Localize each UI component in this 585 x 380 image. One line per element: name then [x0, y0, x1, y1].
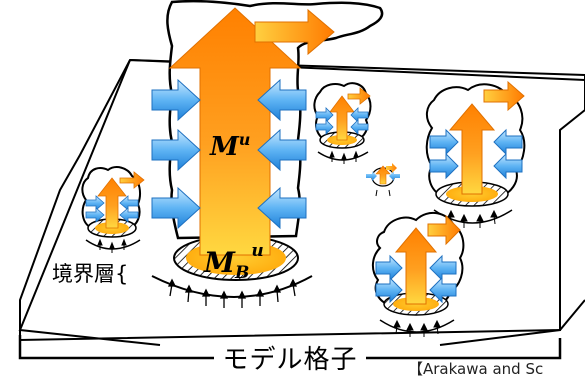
citation-label: 【Arakawa and Sc — [408, 360, 544, 378]
small-cumulus-left — [81, 166, 145, 253]
right-cumulus — [425, 80, 526, 228]
boundary-layer-inflow-arrows — [167, 278, 298, 308]
small-cumulus-center — [313, 82, 372, 164]
main-detrainment-arrow — [254, 8, 335, 56]
boundary-layer-label: 境界層{ — [52, 262, 129, 286]
main-entrainment-arrows — [151, 78, 307, 230]
lower-right-cumulus — [372, 211, 465, 337]
mass-flux-updraft-label: Mu — [209, 130, 250, 162]
tiny-cumulus — [366, 163, 400, 197]
mass-flux-cloud-base-label: MBu — [203, 241, 264, 283]
